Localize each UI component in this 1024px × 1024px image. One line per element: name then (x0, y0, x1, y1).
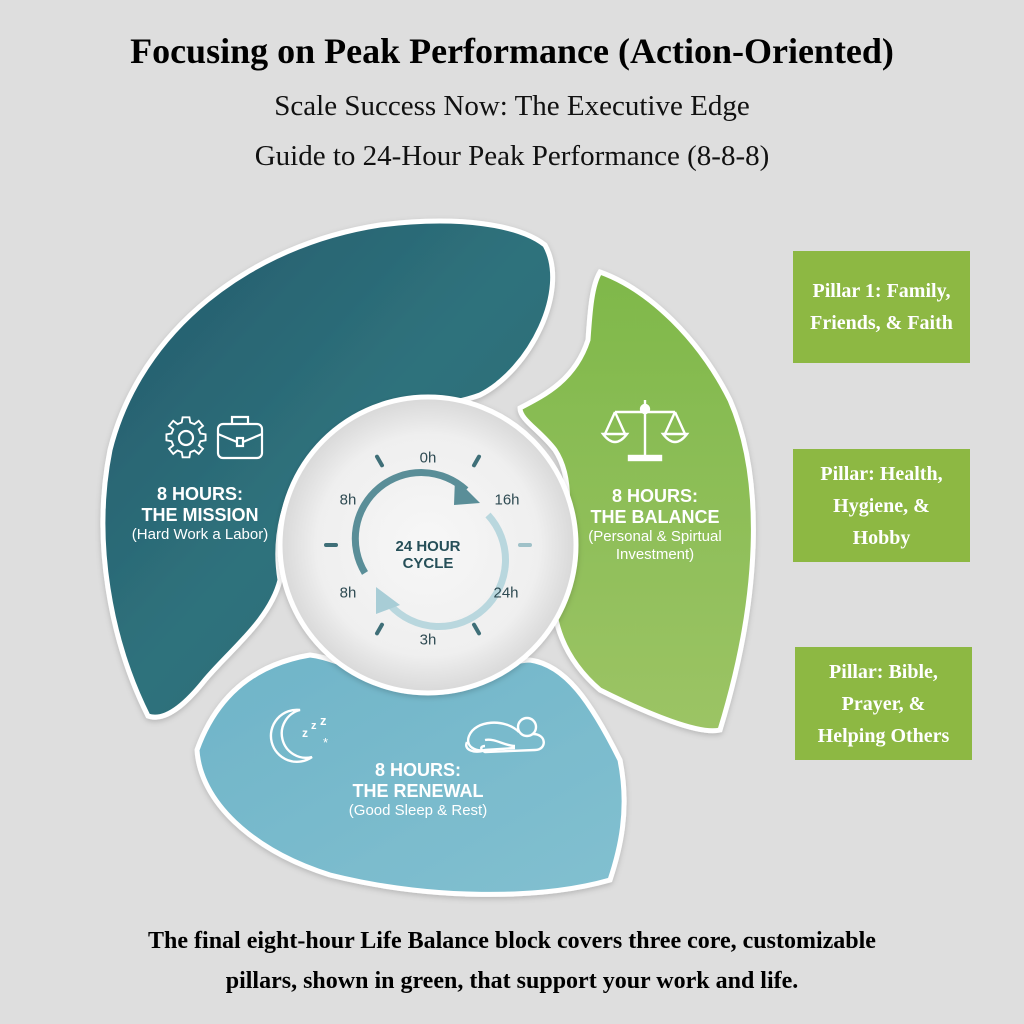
mission-heading-1: 8 HOURS: (156, 484, 243, 504)
footer-caption: The final eight-hour Life Balance block … (40, 922, 984, 1001)
pillar-line: Pillar: Bible, (829, 660, 938, 683)
pillar-bible: Pillar: Bible, Prayer, & Helping Others (795, 647, 972, 760)
svg-text:z: z (320, 713, 327, 728)
sleeping-person-icon (465, 716, 545, 754)
renewal-segment (194, 652, 627, 897)
pillar-line: Hobby (852, 526, 911, 549)
balance-segment (517, 268, 756, 734)
clock-tick (472, 622, 481, 636)
moon-sleep-icon: z z z * (269, 708, 328, 764)
balance-description-2: Investment) (615, 546, 695, 564)
mission-heading-2: THE MISSION (141, 505, 259, 526)
mission-label: 8 HOURS: THE MISSION (Hard Work a Labor) (95, 484, 305, 544)
scales-icon (600, 400, 690, 462)
clock-label-lower-left: 8h (339, 584, 357, 602)
clock-tick (375, 622, 384, 636)
renewal-heading-2: THE RENEWAL (352, 781, 484, 802)
subtitle-line-1: Scale Success Now: The Executive Edge (274, 90, 750, 122)
gear-icon (165, 416, 207, 459)
footer-line-2: pillars, shown in green, that support yo… (225, 967, 799, 994)
pillar-line: Hygiene, & (833, 494, 930, 517)
clock-label-top: 0h (419, 449, 437, 467)
clock-tick (472, 454, 481, 468)
renewal-label: 8 HOURS: THE RENEWAL (Good Sleep & Rest) (318, 760, 518, 820)
clock-center-label: 24 HOUR CYCLE (378, 538, 478, 573)
pillar-line: Helping Others (817, 724, 950, 747)
cycle-arrow-upper (351, 469, 469, 575)
pillar-line: Friends, & Faith (810, 312, 953, 334)
clock-tick (375, 454, 384, 468)
balance-description-1: (Personal & Spirtual (588, 528, 722, 546)
renewal-heading-1: 8 HOURS: (374, 760, 461, 780)
mission-description: (Hard Work a Labor) (131, 526, 269, 544)
cycle-arrow-lower-head (376, 587, 400, 614)
mission-segment (100, 218, 556, 720)
balance-heading-2: THE BALANCE (590, 507, 720, 528)
svg-text:*: * (323, 735, 328, 750)
clock-ticks (324, 454, 532, 636)
clock-label-upper-right: 16h (494, 491, 520, 509)
subtitle-line-2: Guide to 24-Hour Peak Performance (8-8-8… (254, 140, 770, 172)
clock-label-bottom: 3h (419, 631, 437, 649)
footer-line-1: The final eight-hour Life Balance block … (148, 928, 876, 954)
renewal-description: (Good Sleep & Rest) (348, 802, 488, 820)
balance-label: 8 HOURS: THE BALANCE (Personal & Spirtua… (555, 486, 755, 564)
cycle-arrow-upper-head (454, 478, 480, 505)
page-title: Focusing on Peak Performance (Action-Ori… (130, 31, 894, 71)
svg-text:z: z (311, 720, 317, 732)
clock-label-lower-right: 24h (493, 584, 519, 602)
briefcase-icon (216, 415, 264, 460)
clock-face (277, 394, 579, 696)
balance-heading-1: 8 HOURS: (611, 486, 698, 506)
pillar-line: Prayer, & (841, 692, 926, 715)
pillar-line: Pillar 1: Family, (812, 280, 951, 302)
clock-center-line-2: CYCLE (402, 555, 454, 573)
pillar-line: Pillar: Health, (820, 462, 943, 485)
pillar-family: Pillar 1: Family, Friends, & Faith (793, 251, 970, 363)
svg-text:z: z (302, 726, 308, 740)
clock-label-upper-left: 8h (339, 491, 357, 509)
cycle-arrow-lower (387, 512, 509, 631)
pillar-health: Pillar: Health, Hygiene, & Hobby (793, 449, 970, 562)
clock-center-line-1: 24 HOUR (395, 538, 461, 555)
